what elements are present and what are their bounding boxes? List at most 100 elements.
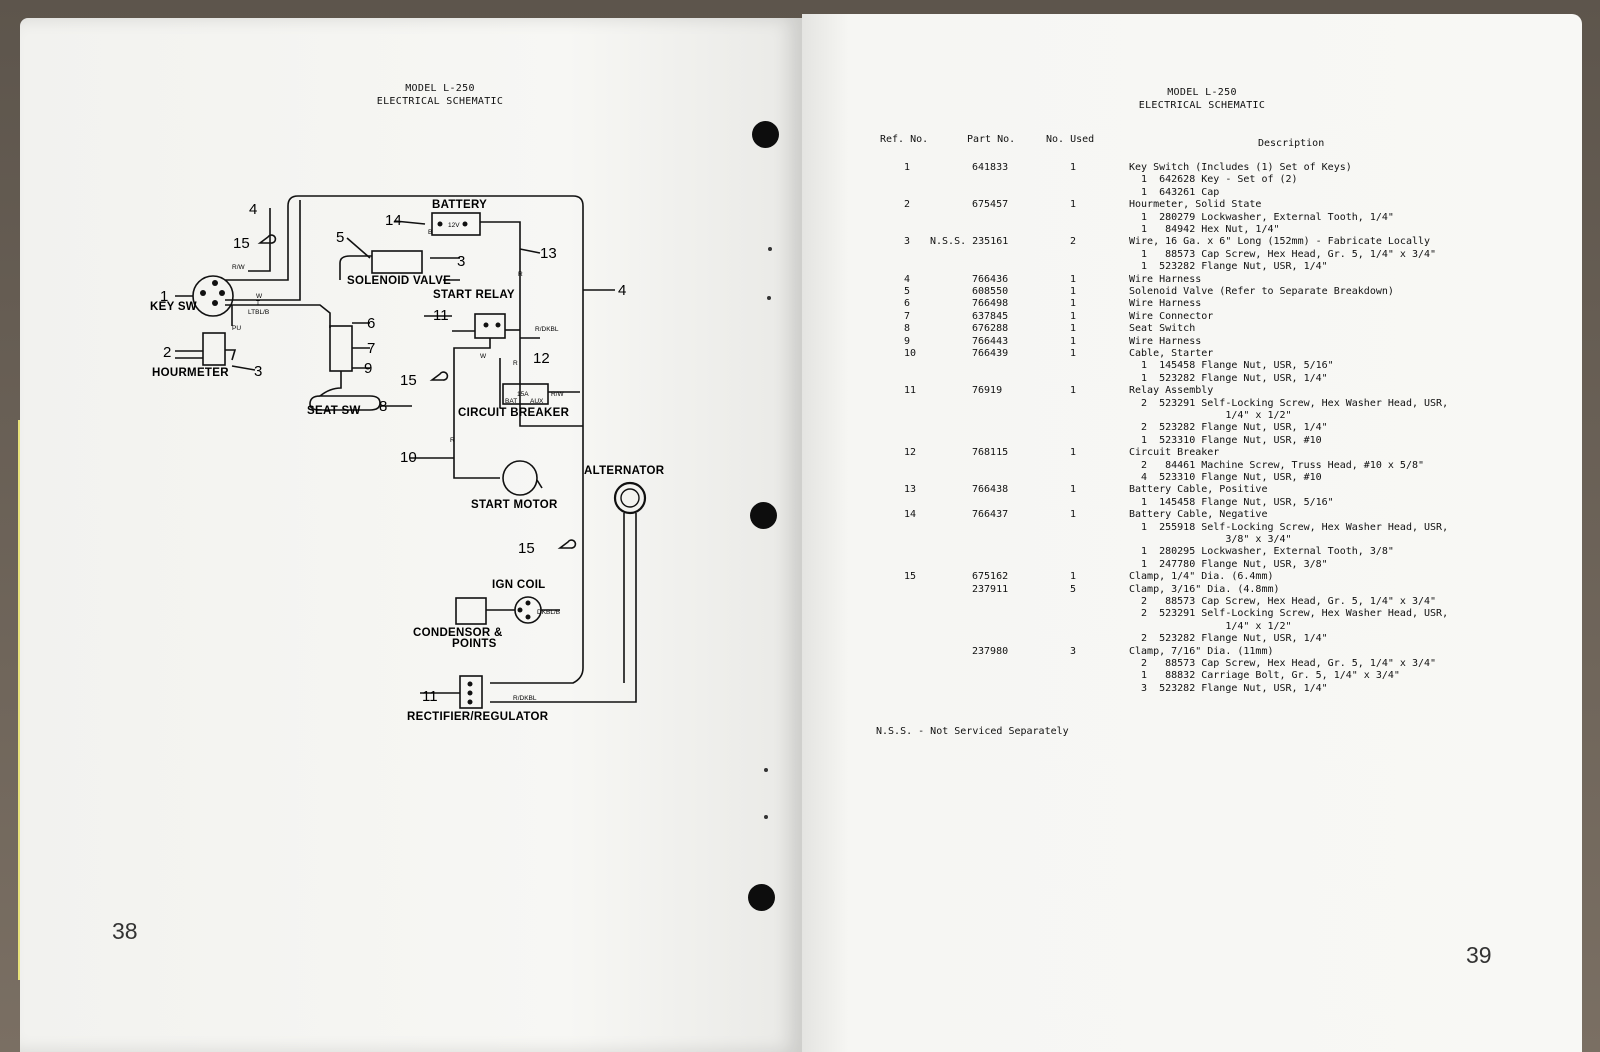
description-cell: 2 523282 Flange Nut, USR, 1/4"	[1129, 422, 1328, 434]
description-cell: 1 643261 Cap	[1129, 186, 1220, 198]
ref-number: 11	[433, 307, 449, 324]
breaker-bat: BAT	[505, 398, 517, 405]
description-cell: 2 88573 Cap Screw, Hex Head, Gr. 5, 1/4"…	[1129, 596, 1437, 607]
right-header: MODEL L-250 ELECTRICAL SCHEMATIC	[1102, 86, 1302, 112]
description-cell: Wire Harness	[1129, 273, 1202, 285]
ref-number: 11	[422, 688, 438, 705]
key-sw-label: KEY SW	[150, 301, 197, 313]
page-mark	[764, 815, 768, 819]
ref-number: 4	[618, 282, 626, 299]
ref-number: 14	[385, 212, 402, 229]
wire-label: DKBL/B	[537, 609, 560, 616]
clamp-icon	[257, 234, 577, 549]
wire-label: R	[518, 271, 523, 278]
part-number-cell: N.S.S. 235161	[930, 236, 1009, 248]
page-mark	[767, 296, 771, 300]
description-cell: Cable, Starter	[1129, 348, 1214, 359]
qty-used-cell: 1	[1070, 162, 1077, 173]
qty-used-cell: 5	[1070, 583, 1077, 595]
qty-used-cell: 1	[1070, 348, 1077, 359]
wire-label: R/W	[551, 391, 565, 398]
ref-number-cell: 10	[904, 348, 917, 359]
part-number-cell: 237911	[972, 583, 1009, 595]
ref-number-cell: 2	[904, 199, 911, 211]
description-cell: Battery Cable, Negative	[1129, 509, 1268, 521]
ref-number-cell: 14	[904, 509, 917, 521]
points-label: POINTS	[452, 638, 497, 650]
ref-number: 15	[233, 235, 250, 252]
right-page: MODEL L-250 ELECTRICAL SCHEMATIC Ref. No…	[802, 14, 1582, 1052]
wire-label: LTBL/B	[248, 309, 269, 316]
qty-used-cell: 1	[1070, 286, 1077, 297]
battery-label: BATTERY	[432, 199, 487, 211]
ref-number-cell: 9	[904, 335, 911, 347]
description-cell: Wire, 16 Ga. x 6" Long (152mm) - Fabrica…	[1129, 236, 1431, 248]
description-cell: 3/8" x 3/4"	[1129, 534, 1292, 545]
description-cell: 2 523282 Flange Nut, USR, 1/4"	[1129, 633, 1328, 645]
ref-number-cell: 13	[904, 484, 917, 496]
binder-hole	[748, 884, 775, 911]
ref-number: 9	[364, 360, 372, 377]
description-cell: 1 247780 Flange Nut, USR, 3/8"	[1129, 558, 1328, 570]
footnote: N.S.S. - Not Serviced Separately	[876, 726, 1069, 737]
column-used: No. Used	[1046, 134, 1095, 145]
qty-used-cell: 1	[1070, 385, 1077, 397]
ref-number: 15	[400, 372, 417, 389]
start-relay-label: START RELAY	[433, 289, 515, 301]
description-cell: Clamp, 3/16" Dia. (4.8mm)	[1129, 583, 1280, 595]
description-cell: 2 523291 Self-Locking Screw, Hex Washer …	[1129, 397, 1449, 409]
ref-number: 10	[400, 449, 417, 466]
description-cell: 1 523282 Flange Nut, USR, 1/4"	[1129, 372, 1328, 384]
ref-number: 5	[336, 229, 344, 246]
description-cell: 1 145458 Flange Nut, USR, 5/16"	[1129, 360, 1334, 372]
ref-number: 8	[379, 398, 387, 415]
description-cell: 4 523310 Flange Nut, USR, #10	[1129, 472, 1322, 483]
left-page: MODEL L-250 ELECTRICAL SCHEMATIC	[20, 18, 802, 1052]
description-cell: Clamp, 7/16" Dia. (11mm)	[1129, 645, 1274, 657]
part-number-cell: 675162	[972, 571, 1009, 583]
description-cell: 2 523291 Self-Locking Screw, Hex Washer …	[1129, 608, 1449, 620]
ref-number-cell: 11	[904, 385, 917, 397]
ref-number-cell: 3	[904, 236, 911, 248]
ref-number: 3	[254, 363, 262, 380]
binder-hole	[752, 121, 779, 148]
wire-label: R	[513, 360, 518, 367]
page-mark	[764, 768, 768, 772]
description-cell: Wire Connector	[1129, 310, 1214, 322]
description-cell: 2 84461 Machine Screw, Truss Head, #10 x…	[1129, 459, 1425, 471]
description-cell: 1/4" x 1/2"	[1129, 410, 1292, 421]
qty-used-cell: 1	[1070, 273, 1077, 285]
part-number-cell: 675457	[972, 199, 1009, 211]
right-page-number: 39	[1466, 942, 1492, 968]
description-cell: 1 523310 Flange Nut, USR, #10	[1129, 434, 1322, 446]
part-number-cell: 766436	[972, 273, 1009, 285]
description-cell: 1 280279 Lockwasher, External Tooth, 1/4…	[1129, 211, 1394, 223]
binder-hole	[750, 502, 777, 529]
description-cell: 1 84942 Hex Nut, 1/4"	[1129, 224, 1280, 235]
ref-number-cell: 12	[904, 447, 917, 459]
right-header-title: ELECTRICAL SCHEMATIC	[1138, 100, 1266, 111]
qty-used-cell: 1	[1070, 298, 1077, 310]
description-cell: 1 88573 Cap Screw, Hex Head, Gr. 5, 1/4"…	[1129, 248, 1437, 260]
description-cell: 1 88832 Carriage Bolt, Gr. 5, 1/4" x 3/4…	[1129, 670, 1400, 682]
description-cell: 2 88573 Cap Screw, Hex Head, Gr. 5, 1/4"…	[1129, 658, 1437, 669]
part-number-cell: 637845	[972, 310, 1009, 322]
description-cell: 1/4" x 1/2"	[1129, 620, 1292, 632]
part-number-cell: 641833	[972, 162, 1009, 173]
part-number-cell: 676288	[972, 323, 1009, 335]
ref-number: 7	[367, 340, 375, 357]
breaker-aux: AUX	[530, 398, 544, 405]
ref-number-cell: 8	[904, 323, 911, 335]
qty-used-cell: 1	[1070, 335, 1077, 347]
wire-label: W	[480, 353, 487, 360]
qty-used-cell: 1	[1070, 199, 1077, 211]
circuit-breaker-label: CIRCUIT BREAKER	[458, 407, 570, 419]
left-header-title: ELECTRICAL SCHEMATIC	[376, 96, 504, 107]
ref-number: 6	[367, 315, 375, 332]
left-header-model: MODEL L-250	[405, 83, 475, 94]
part-number-cell: 237980	[972, 645, 1009, 657]
description-cell: Solenoid Valve (Refer to Separate Breakd…	[1129, 286, 1394, 297]
description-cell: Relay Assembly	[1129, 385, 1214, 397]
wire-label: R/DKBL	[513, 695, 537, 702]
description-cell: 3 523282 Flange Nut, USR, 1/4"	[1129, 682, 1328, 694]
